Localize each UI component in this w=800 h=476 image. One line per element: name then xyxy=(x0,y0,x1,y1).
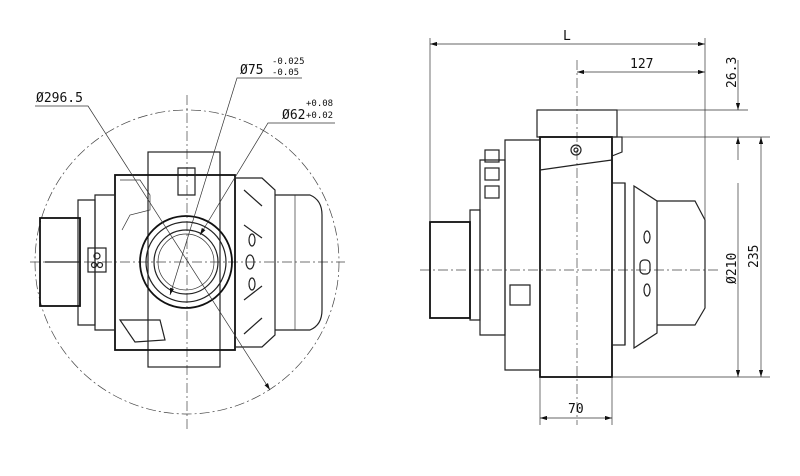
leader-d75 xyxy=(169,77,302,296)
label-127: 127 xyxy=(630,57,653,72)
label-dia-62: Ø62 xyxy=(282,108,305,123)
fan-housing-side xyxy=(429,109,706,378)
label-70: 70 xyxy=(568,402,584,417)
front-view: Ø296.5 Ø75 -0.025 -0.05 Ø62 +0.08 +0.02 xyxy=(30,57,345,430)
label-L: L xyxy=(563,29,571,44)
label-dia-75-tol-lower: -0.05 xyxy=(272,68,299,78)
label-dia-296-5: Ø296.5 xyxy=(36,91,83,106)
label-26-3: 26.3 xyxy=(725,57,740,88)
label-dia-75: Ø75 xyxy=(240,63,263,78)
fan-housing-front xyxy=(39,151,323,368)
label-dia-210: Ø210 xyxy=(725,253,740,284)
label-dia-62-tol-upper: +0.08 xyxy=(306,99,333,109)
side-view: L 127 26.3 Ø210 235 70 xyxy=(420,29,770,425)
label-dia-75-tol-upper: -0.025 xyxy=(272,57,305,67)
outlet-circles xyxy=(139,215,233,309)
leader-d296 xyxy=(35,105,271,391)
leader-d62 xyxy=(199,122,335,236)
label-235: 235 xyxy=(747,245,762,268)
label-dia-62-tol-lower: +0.02 xyxy=(306,111,333,121)
